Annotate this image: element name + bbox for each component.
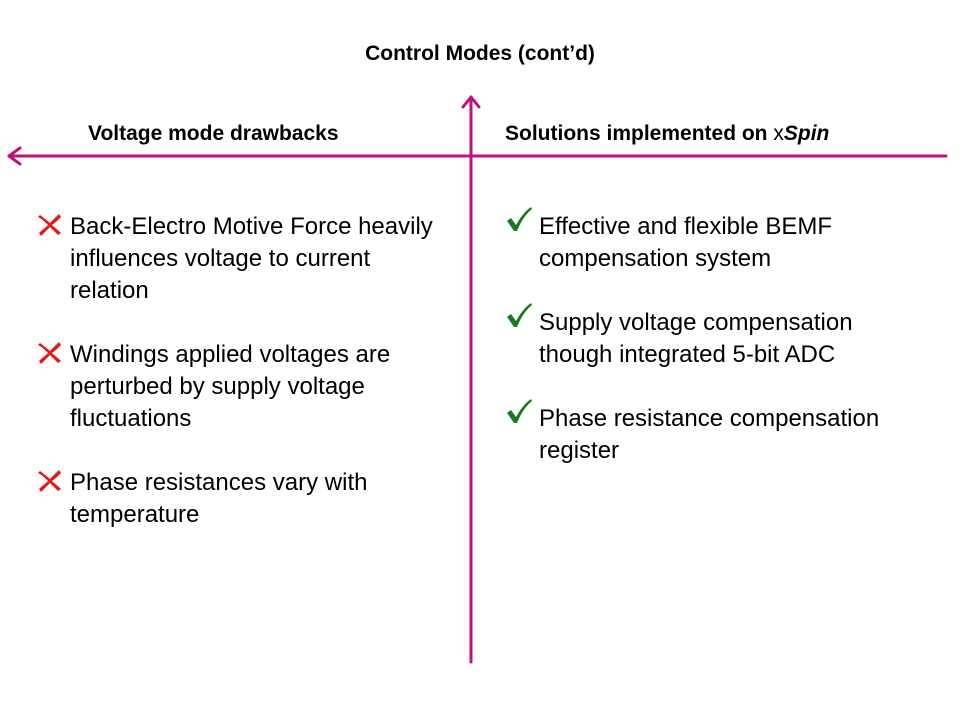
drawback-text: Windings applied voltages are perturbed … — [70, 341, 391, 432]
right-header-spin: Spin — [783, 122, 830, 145]
slide-title: Control Modes (cont’d) — [365, 42, 595, 65]
right-header-prefix: Solutions implemented on — [505, 122, 774, 145]
right-column-header: Solutions implemented on xSpin — [505, 122, 829, 146]
drawbacks-list: Back-Electro Motive Force heavily influe… — [36, 211, 436, 563]
checkmark-icon — [507, 399, 532, 423]
checkmark-icon — [507, 303, 532, 327]
drawback-item: Phase resistances vary with temperature — [36, 467, 436, 531]
solution-text: Supply voltage compensation though integ… — [539, 309, 853, 368]
right-header-x: x — [773, 122, 784, 145]
cross-icon — [38, 342, 61, 364]
drawback-text: Back-Electro Motive Force heavily influe… — [70, 213, 433, 304]
drawback-text: Phase resistances vary with temperature — [70, 469, 368, 528]
left-column-header: Voltage mode drawbacks — [88, 122, 339, 145]
checkmark-icon — [507, 207, 532, 231]
solutions-list: Effective and flexible BEMF compensation… — [505, 207, 925, 499]
solution-text: Phase resistance compensation register — [539, 405, 880, 464]
solution-item: Supply voltage compensation though integ… — [505, 303, 925, 371]
solution-item: Phase resistance compensation register — [505, 399, 925, 467]
drawback-item: Back-Electro Motive Force heavily influe… — [36, 211, 436, 307]
solution-item: Effective and flexible BEMF compensation… — [505, 207, 925, 275]
left-arrow-icon — [7, 146, 22, 166]
up-arrow-icon — [461, 95, 481, 109]
cross-icon — [38, 470, 61, 492]
solution-text: Effective and flexible BEMF compensation… — [539, 213, 833, 272]
cross-icon — [38, 214, 61, 236]
drawback-item: Windings applied voltages are perturbed … — [36, 339, 436, 435]
